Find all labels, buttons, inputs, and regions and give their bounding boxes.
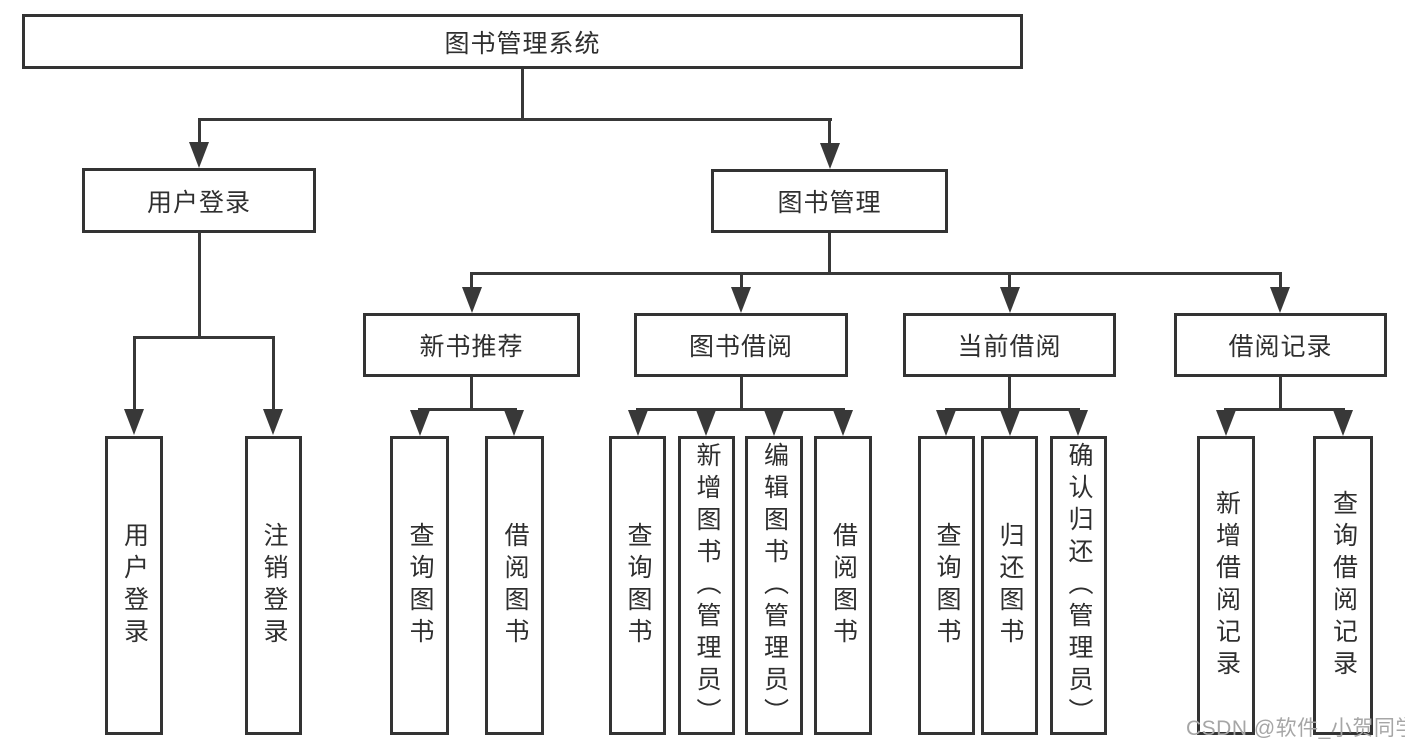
arrow-down-icon	[731, 287, 751, 313]
node-label: 当前借阅	[957, 333, 1062, 361]
connector-group-stem	[1008, 376, 1011, 411]
arrow-down-icon	[1333, 410, 1353, 436]
arrow-down-icon	[504, 410, 524, 436]
leaf-label: 借阅图书	[501, 521, 529, 650]
connector-group-branch	[945, 408, 1080, 411]
arrow-down-icon	[628, 410, 648, 436]
leaf-user-login: 用户登录	[105, 436, 163, 735]
leaf-query-books-current: 查询图书	[918, 436, 975, 735]
leaf-label: 查询图书	[933, 521, 961, 650]
node-borrow-records: 借阅记录	[1174, 313, 1387, 377]
connector-group-stem	[1279, 376, 1282, 411]
connector-book-mgmt-stem	[828, 233, 831, 272]
leaf-add-borrow-record: 新增借阅记录	[1197, 436, 1255, 735]
arrow-down-icon	[1216, 410, 1236, 436]
leaf-edit-books-admin: 编辑图书（管理员）	[745, 436, 803, 735]
connector-group-stem	[470, 376, 473, 411]
connector-level2-branch	[198, 118, 832, 121]
connector-arrow-stem	[198, 118, 201, 146]
connector-group-stem	[740, 376, 743, 411]
arrow-down-icon	[263, 409, 283, 435]
connector-user-login-stem	[198, 232, 201, 336]
leaf-label: 注销登录	[260, 521, 288, 650]
node-label: 图书管理系统	[444, 29, 601, 58]
connector-arrow-stem	[1279, 272, 1282, 289]
connector-group-branch	[1224, 408, 1345, 411]
leaf-query-borrow-record: 查询借阅记录	[1313, 436, 1373, 735]
arrow-down-icon	[764, 410, 784, 436]
leaf-label: 新增借阅记录	[1212, 489, 1241, 682]
leaf-query-books-recommend: 查询图书	[390, 436, 449, 735]
arrow-down-icon	[410, 410, 430, 436]
connector-arrow-stem	[740, 272, 743, 289]
connector-arrow-stem	[828, 118, 831, 146]
arrow-down-icon	[1000, 410, 1020, 436]
leaf-confirm-return-admin: 确认归还（管理员）	[1050, 436, 1107, 735]
node-label: 用户登录	[146, 188, 251, 217]
leaf-label: 用户登录	[120, 521, 149, 650]
arrow-down-icon	[189, 142, 209, 168]
node-label: 新书推荐	[419, 333, 524, 361]
node-label: 借阅记录	[1228, 333, 1333, 361]
leaf-add-books-admin: 新增图书（管理员）	[678, 436, 735, 735]
leaf-label: 借阅图书	[829, 521, 858, 650]
arrow-down-icon	[820, 143, 840, 169]
leaf-query-books-borrow: 查询图书	[609, 436, 666, 735]
connector-root-stem	[521, 69, 524, 118]
leaf-label: 新增图书（管理员）	[693, 441, 721, 730]
arrow-down-icon	[833, 410, 853, 436]
leaf-logout: 注销登录	[245, 436, 302, 735]
leaf-return-books: 归还图书	[981, 436, 1038, 735]
node-user-login: 用户登录	[82, 168, 316, 233]
node-new-book-recommend: 新书推荐	[363, 313, 580, 377]
connector-level3-branch	[470, 272, 1282, 275]
leaf-label: 确认归还（管理员）	[1065, 441, 1093, 730]
connector-arrow-stem	[133, 336, 136, 411]
node-book-borrow: 图书借阅	[634, 313, 848, 377]
connector-user-login-branch	[133, 336, 275, 339]
node-label: 图书管理	[777, 189, 882, 217]
leaf-label: 查询借阅记录	[1329, 489, 1358, 682]
connector-arrow-stem	[1008, 272, 1011, 289]
node-label: 图书借阅	[688, 333, 793, 361]
arrow-down-icon	[696, 410, 716, 436]
leaf-label: 归还图书	[996, 521, 1024, 650]
arrow-down-icon	[124, 409, 144, 435]
arrow-down-icon	[462, 287, 482, 313]
node-book-management: 图书管理	[711, 169, 948, 233]
connector-group-branch	[418, 408, 517, 411]
connector-arrow-stem	[470, 272, 473, 289]
watermark: CSDN @软件_小贺同学	[1186, 717, 1405, 740]
arrow-down-icon	[1068, 410, 1088, 436]
connector-group-branch	[636, 408, 845, 411]
leaf-borrow-books-recommend: 借阅图书	[485, 436, 544, 735]
node-book-management-system: 图书管理系统	[22, 14, 1023, 69]
arrow-down-icon	[1000, 287, 1020, 313]
leaf-label: 查询图书	[406, 521, 434, 650]
leaf-label: 编辑图书（管理员）	[760, 441, 789, 730]
arrow-down-icon	[1270, 287, 1290, 313]
node-current-borrow: 当前借阅	[903, 313, 1116, 377]
leaf-label: 查询图书	[624, 521, 652, 650]
leaf-borrow-books: 借阅图书	[814, 436, 872, 735]
arrow-down-icon	[936, 410, 956, 436]
connector-arrow-stem	[272, 336, 275, 411]
